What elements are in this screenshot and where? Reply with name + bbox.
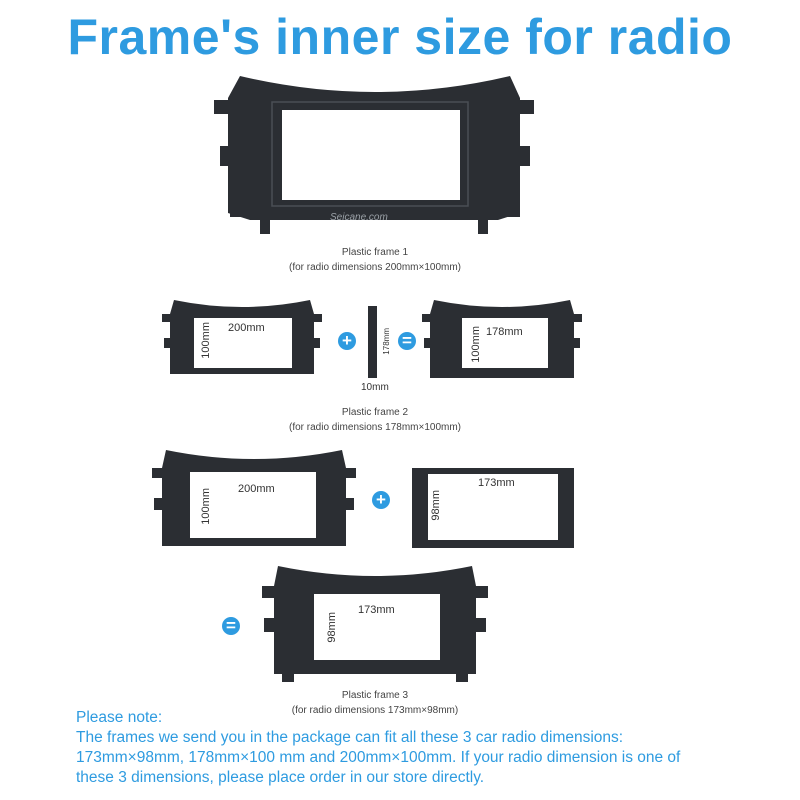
frame-2-caption-dimensions: (for radio dimensions 178mm×100mm)	[288, 422, 461, 433]
frame-2-left-height: 100mm	[200, 322, 212, 359]
frame-2-right-height: 100mm	[470, 326, 482, 363]
page-title: Frame's inner size for radio	[67, 9, 733, 65]
frame-2-caption: Plastic frame 2 (for radio dimensions 17…	[250, 405, 500, 435]
frame-3-caption-dimensions: (for radio dimensions 173mm×98mm)	[291, 705, 459, 716]
radio-insert-image	[412, 468, 574, 548]
frame-1-caption-dimensions: (for radio dimensions 200mm×100mm)	[288, 262, 461, 273]
frame-3-result-width: 173mm	[358, 604, 395, 616]
frame-1-caption: Plastic frame 1 (for radio dimensions 20…	[250, 245, 500, 275]
frame-3-left-width: 200mm	[238, 483, 275, 495]
plastic-frame-2-right-image	[422, 300, 582, 378]
equals-icon: =	[398, 332, 416, 350]
spacer-width: 10mm	[361, 382, 389, 393]
plastic-frame-3-left-image	[152, 450, 356, 546]
spacer-height: 178mm	[382, 328, 391, 355]
plus-icon: +	[372, 491, 390, 509]
watermark: Seicane.com	[330, 212, 388, 223]
frame-2-caption-title: Plastic frame 2	[341, 407, 409, 418]
note-line-1: The frames we send you in the package ca…	[76, 729, 624, 746]
frame-2-left-width: 200mm	[228, 322, 265, 334]
plastic-frame-1-image	[214, 76, 534, 234]
frame-3-caption: Plastic frame 3 (for radio dimensions 17…	[250, 688, 500, 718]
note-heading: Please note:	[76, 709, 163, 726]
plastic-frame-3-result-image	[262, 566, 488, 682]
frame-3-left-height: 100mm	[200, 488, 212, 525]
frame-3-caption-title: Plastic frame 3	[341, 690, 409, 701]
frame-2-right-width: 178mm	[486, 326, 523, 338]
note-line-2: 173mm×98mm, 178mm×100 mm and 200mm×100mm…	[76, 749, 681, 766]
note-line-3: these 3 dimensions, please place order i…	[76, 769, 485, 786]
plastic-frame-2-left-image	[162, 300, 322, 374]
frame-3-result-height: 98mm	[326, 612, 338, 643]
equals-icon: =	[222, 617, 240, 635]
plus-icon: +	[338, 332, 356, 350]
insert-width: 173mm	[478, 477, 515, 489]
insert-height: 98mm	[430, 490, 442, 521]
please-note: Please note: The frames we send you in t…	[76, 708, 776, 788]
frame-1-caption-title: Plastic frame 1	[341, 247, 409, 258]
spacer-strip-image	[368, 306, 377, 378]
